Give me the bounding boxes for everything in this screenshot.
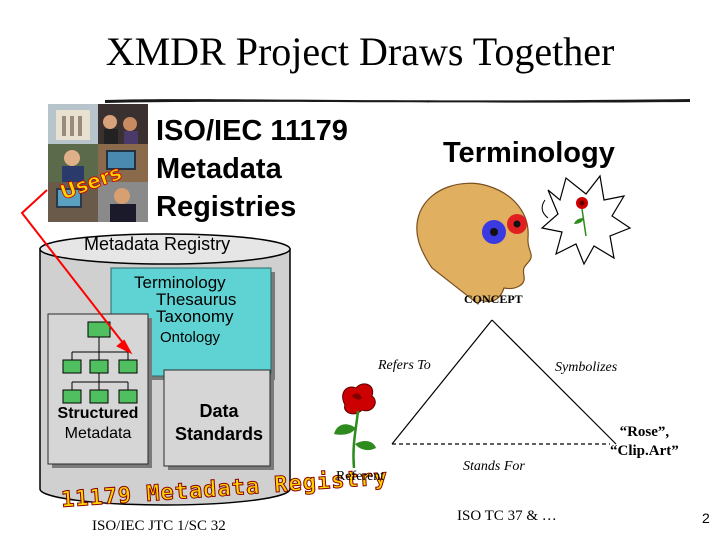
terminology-box-line-2: Thesaurus — [156, 290, 237, 309]
users-photo — [48, 104, 148, 222]
page-number: 2 — [702, 510, 710, 526]
iso-line-1: ISO/IEC 11179 — [156, 115, 348, 147]
terminology-heading: Terminology — [443, 137, 615, 169]
structured-metadata-line-2: Metadata — [64, 425, 132, 442]
semiotic-triangle — [391, 319, 617, 445]
iso-line-2: Metadata — [156, 153, 282, 185]
stands-for-label: Stands For — [463, 459, 525, 474]
thought-cloud-icon — [540, 174, 632, 266]
title-underline — [105, 99, 690, 103]
rose-icon — [334, 383, 376, 469]
referent-label: Referent — [336, 469, 385, 484]
iso-line-3: Registries — [156, 191, 297, 223]
symbolizes-label: Symbolizes — [555, 360, 618, 375]
structured-metadata-line-1: Structured — [57, 405, 139, 422]
tree-diagram-icon — [62, 321, 138, 404]
concept-label: CONCEPT — [464, 292, 523, 306]
symbol-line-2: “Clip.Art” — [610, 443, 679, 459]
data-standards-line-2: Standards — [174, 424, 264, 444]
terminology-box-line-4: Ontology — [160, 329, 221, 346]
users-arrow — [20, 189, 133, 355]
source-label: ISO TC 37 & … — [457, 508, 557, 524]
terminology-box-line-3: Taxonomy — [156, 307, 234, 326]
symbol-line-1: “Rose”, — [619, 424, 670, 440]
slide-title: XMDR Project Draws Together — [105, 29, 615, 74]
terminology-box-line-1: Terminology — [134, 273, 226, 292]
structured-metadata-label: Structured Metadata — [48, 404, 148, 444]
symbol-label: “Rose”, “Clip.Art” — [610, 423, 679, 461]
iso-11179-label: ISO/IEC 11179 Metadata Registries — [156, 112, 348, 226]
refers-to-label: Refers To — [378, 358, 431, 373]
data-standards-line-1: Data — [199, 401, 239, 421]
committee-label: ISO/IEC JTC 1/SC 32 — [92, 518, 226, 534]
metadata-registry-label: Metadata Registry — [84, 234, 231, 254]
terminology-box: Terminology Thesaurus Taxonomy Ontology — [118, 274, 236, 346]
users-label: Users — [57, 160, 125, 204]
data-standards-label: Data Standards — [166, 400, 272, 446]
head-icon — [416, 182, 532, 305]
